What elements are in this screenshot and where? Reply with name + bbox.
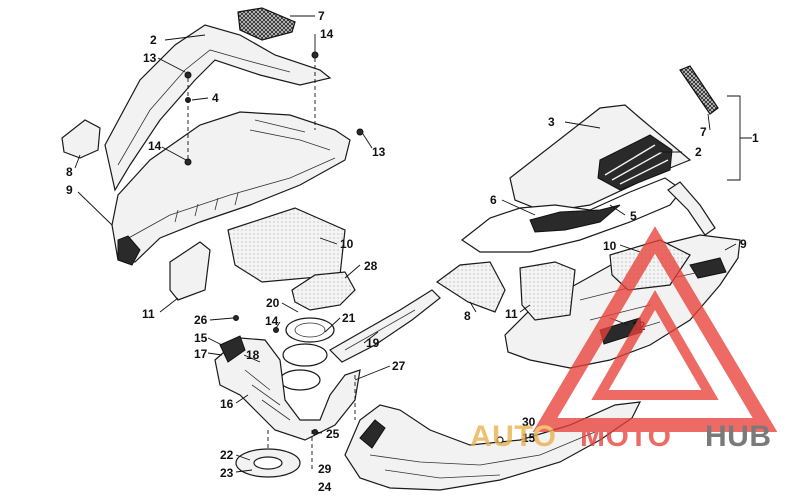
duct-ring-low [279, 369, 321, 391]
label-2-left: 2 [150, 33, 157, 47]
skid-plate-bottom [344, 401, 642, 491]
label-26: 26 [194, 313, 208, 327]
label-9-left: 9 [66, 183, 73, 197]
duct-ring-top-inner [294, 322, 326, 338]
belly-pan-left-wall [219, 335, 246, 363]
hood-side-ribs [249, 119, 331, 151]
hood-body-dark-stripe [529, 204, 621, 233]
label-20: 20 [266, 296, 280, 310]
label-2-right: 2 [695, 145, 702, 159]
insulation-panel-left [227, 207, 346, 283]
duct-ring-mid [282, 343, 328, 367]
label-1: 1 [752, 131, 759, 145]
dash-lines-left [187, 58, 316, 160]
leader-lines [74, 15, 737, 473]
hood-decal [597, 134, 673, 191]
hood-top-inner [117, 49, 291, 166]
label-10-left: 10 [340, 237, 354, 251]
label-8-left: 8 [66, 165, 73, 179]
label-19: 19 [366, 336, 380, 350]
label-27: 27 [392, 359, 406, 373]
label-7-left: 7 [318, 9, 325, 23]
watermark-text-moto: MOTO [580, 420, 671, 453]
screw-14-lower [273, 327, 279, 333]
label-18: 18 [246, 348, 260, 362]
part-labels: 1 2 2 3 4 5 6 7 7 8 8 9 9 10 10 11 11 12… [66, 9, 759, 494]
label-14-mid: 14 [148, 139, 162, 153]
hood-lower-rim [124, 157, 336, 241]
belly-pan-assembly [214, 271, 642, 491]
label-15-left: 15 [194, 331, 208, 345]
hood-windshield-right [509, 104, 692, 213]
screw-14-top [311, 51, 319, 59]
label-6: 6 [490, 193, 497, 207]
label-23: 23 [220, 466, 234, 480]
base-plate-hole [253, 456, 283, 470]
screw-26 [233, 315, 239, 321]
label-10-right: 10 [603, 239, 617, 253]
screw-13-top [184, 71, 192, 79]
label-15-right: 15 [522, 431, 536, 445]
watermark-inner-triangle-icon [591, 290, 719, 400]
label-11-right: 11 [505, 307, 518, 321]
label-7-right: 7 [700, 125, 707, 139]
belly-pan-ridges [244, 369, 291, 421]
duct-ring-top [285, 317, 335, 343]
label-14-lower: 14 [265, 314, 279, 328]
dash-lines-lower [267, 375, 356, 470]
label-17: 17 [194, 347, 208, 361]
label-13-top: 13 [143, 51, 157, 65]
hood-edge-strip [667, 181, 716, 236]
hood-decal-stripes [604, 144, 669, 185]
hood-dark-nose [117, 235, 141, 266]
bracket-left [169, 241, 211, 301]
frame-bracket-19 [329, 289, 441, 363]
side-deflector-left [61, 119, 101, 159]
screw-30 [496, 436, 504, 444]
right-hood-assembly [435, 65, 752, 369]
watermark: AUTO MOTO HUB [470, 226, 778, 453]
label-22: 22 [220, 448, 234, 462]
watermark-text-hub: HUB [705, 420, 772, 453]
label-25: 25 [326, 427, 340, 441]
label-14-top: 14 [320, 27, 334, 41]
label-5: 5 [630, 209, 637, 223]
bracket-right [519, 261, 576, 321]
vent-grill-left [237, 7, 296, 41]
skid-plate-dark-edge [359, 419, 386, 449]
watermark-triangle-icon [532, 226, 778, 432]
assembly-bracket-1 [727, 95, 752, 181]
hood-lower-right-vent [689, 257, 727, 279]
label-8-right: 8 [464, 309, 471, 323]
left-hood-assembly [61, 7, 364, 301]
screw-13-right [356, 128, 364, 136]
hood-lower-slots [174, 192, 239, 223]
label-16: 16 [220, 397, 234, 411]
label-24: 24 [318, 480, 332, 494]
label-21: 21 [342, 311, 356, 325]
label-30: 30 [522, 415, 536, 429]
vent-grill-right [679, 65, 719, 115]
frame-bracket-detail [344, 309, 416, 351]
belly-pan-body [214, 337, 361, 441]
label-9-right: 9 [740, 237, 747, 251]
label-4: 4 [212, 91, 219, 105]
console-28 [291, 271, 356, 311]
label-29: 29 [318, 462, 332, 476]
side-deflector-right [435, 261, 506, 313]
watermark-text-auto: AUTO [470, 420, 556, 453]
label-3: 3 [548, 115, 555, 129]
skid-plate-ribs [369, 431, 596, 479]
label-28: 28 [364, 259, 378, 273]
label-13-right: 13 [372, 145, 386, 159]
label-11-left: 11 [142, 307, 155, 321]
